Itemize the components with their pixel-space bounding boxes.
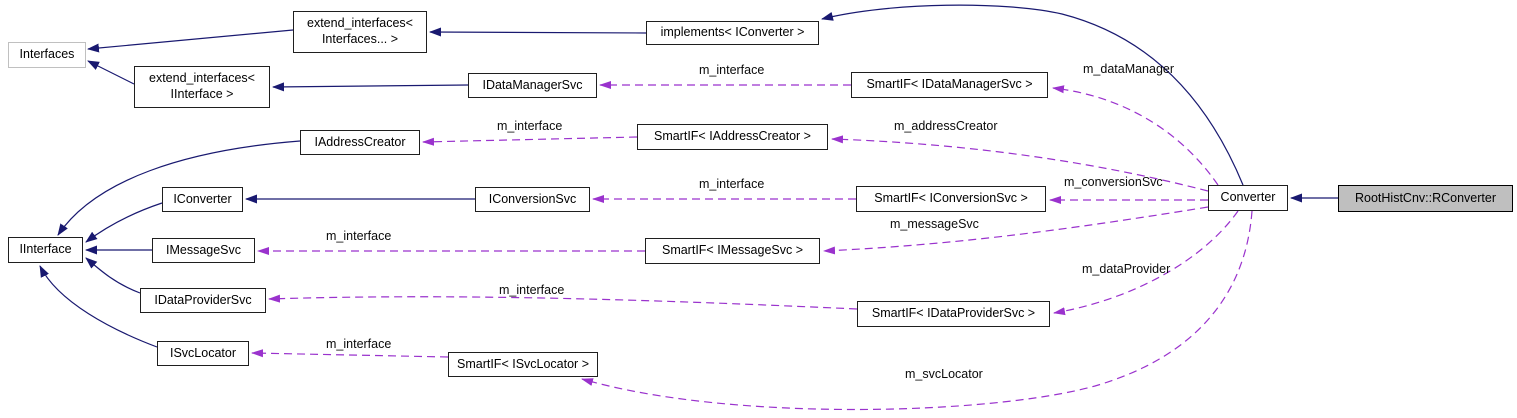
node-iconversionsvc[interactable]: IConversionSvc [475, 187, 590, 212]
node-label: SmartIF< IDataProviderSvc > [871, 306, 1036, 321]
node-label: extend_interfaces< [149, 71, 255, 86]
node-iconverter[interactable]: IConverter [162, 187, 243, 212]
node-label: SmartIF< IAddressCreator > [653, 129, 811, 144]
node-label: IConverter [173, 191, 232, 206]
edge-implements-to-extvariadic [429, 27, 647, 37]
node-label: Converter [1220, 190, 1276, 205]
node-label: RootHistCnv::RConverter [1354, 190, 1496, 205]
node-label: SmartIF< IMessageSvc > [661, 243, 804, 258]
node-label: IDataManagerSvc [482, 77, 583, 92]
edge-label-smartifac-to-iaddresscreator: m_interface [497, 119, 563, 133]
node-smartif-isvclocator[interactable]: SmartIF< ISvcLocator > [448, 352, 598, 377]
edge-idatamanagersvc-to-extiinterface [272, 82, 469, 92]
node-smartif-idatamanagersvc[interactable]: SmartIF< IDataManagerSvc > [851, 72, 1048, 98]
edge-converter-to-smartifsl [581, 210, 1253, 411]
node-label: IInterface [19, 242, 72, 257]
edge-label-converter-to-smartifcs: m_conversionSvc [1064, 175, 1163, 189]
node-extend-interfaces-iinterface[interactable]: extend_interfaces<IInterface > [134, 66, 270, 108]
edge-idataprovidersvc-to-iinterface [85, 257, 141, 294]
node-smartif-iaddresscreator[interactable]: SmartIF< IAddressCreator > [637, 124, 828, 150]
edge-extiinterface-to-interfaces [87, 60, 135, 85]
edge-label-smartifms-to-imessagesvc: m_interface [326, 229, 392, 243]
node-roothistcnv-rconverter: RootHistCnv::RConverter [1338, 185, 1513, 212]
edge-smartifsl-to-isvclocator [251, 349, 449, 358]
node-label: IInterface > [170, 87, 234, 101]
edge-converter-to-smartifdp [1053, 210, 1239, 316]
edge-label-converter-to-smartifms: m_messageSvc [890, 217, 979, 231]
edge-iconverter-to-iinterface [85, 202, 163, 243]
edge-extvariadic-to-interfaces [87, 29, 294, 53]
node-imessagesvc[interactable]: IMessageSvc [152, 238, 255, 263]
node-label: Interfaces [19, 47, 75, 62]
edge-isvclocator-to-iinterface [39, 265, 158, 348]
edge-converter-to-smartifms [823, 206, 1209, 255]
node-label: implements< IConverter > [660, 25, 805, 40]
node-label: Interfaces... > [321, 32, 399, 46]
node-smartif-iconversionsvc[interactable]: SmartIF< IConversionSvc > [856, 186, 1046, 212]
edge-label-converter-to-smartifdm: m_dataManager [1083, 62, 1175, 76]
node-interfaces[interactable]: Interfaces [8, 42, 86, 68]
edge-converter-to-smartifac [831, 135, 1209, 192]
node-label: SmartIF< IDataManagerSvc > [866, 77, 1033, 92]
node-label: IConversionSvc [488, 191, 577, 206]
node-label: IAddressCreator [314, 134, 406, 149]
edge-label-converter-to-smartifsl: m_svcLocator [905, 367, 983, 381]
edge-converter-to-smartifdm [1052, 85, 1219, 186]
node-idatamanagersvc[interactable]: IDataManagerSvc [468, 73, 597, 98]
node-label: IDataProviderSvc [154, 292, 252, 307]
edge-label-converter-to-smartifac: m_addressCreator [894, 119, 998, 133]
node-iinterface[interactable]: IInterface [8, 237, 83, 263]
edge-label-smartifcs-to-iconversionsvc: m_interface [699, 177, 765, 191]
edge-iaddresscreator-to-iinterface [57, 140, 301, 236]
node-idataprovidersvc[interactable]: IDataProviderSvc [140, 288, 266, 313]
node-implements-iconverter[interactable]: implements< IConverter > [646, 21, 819, 45]
node-label: IMessageSvc [165, 242, 242, 257]
edge-label-smartifdp-to-idataprovidersvc: m_interface [499, 283, 565, 297]
node-iaddresscreator[interactable]: IAddressCreator [300, 130, 420, 155]
node-label: SmartIF< ISvcLocator > [457, 356, 589, 371]
node-smartif-imessagesvc[interactable]: SmartIF< IMessageSvc > [645, 238, 820, 264]
edge-converter-to-implements [821, 4, 1244, 186]
edge-smartifac-to-iaddresscreator [422, 136, 638, 146]
edge-smartifdp-to-idataprovidersvc [268, 294, 858, 310]
node-extend-interfaces-variadic[interactable]: extend_interfaces<Interfaces... > [293, 11, 427, 53]
edge-label-converter-to-smartifdp: m_dataProvider [1082, 262, 1171, 276]
node-label: SmartIF< IConversionSvc > [874, 191, 1028, 206]
node-label: extend_interfaces< [307, 16, 413, 31]
node-converter[interactable]: Converter [1208, 185, 1288, 211]
edge-label-smartifdm-to-idatamanagersvc: m_interface [699, 63, 765, 77]
node-isvclocator[interactable]: ISvcLocator [157, 341, 249, 366]
node-smartif-idataprovidersvc[interactable]: SmartIF< IDataProviderSvc > [857, 301, 1050, 327]
node-label: ISvcLocator [169, 345, 236, 360]
edge-label-smartifsl-to-isvclocator: m_interface [326, 337, 392, 351]
